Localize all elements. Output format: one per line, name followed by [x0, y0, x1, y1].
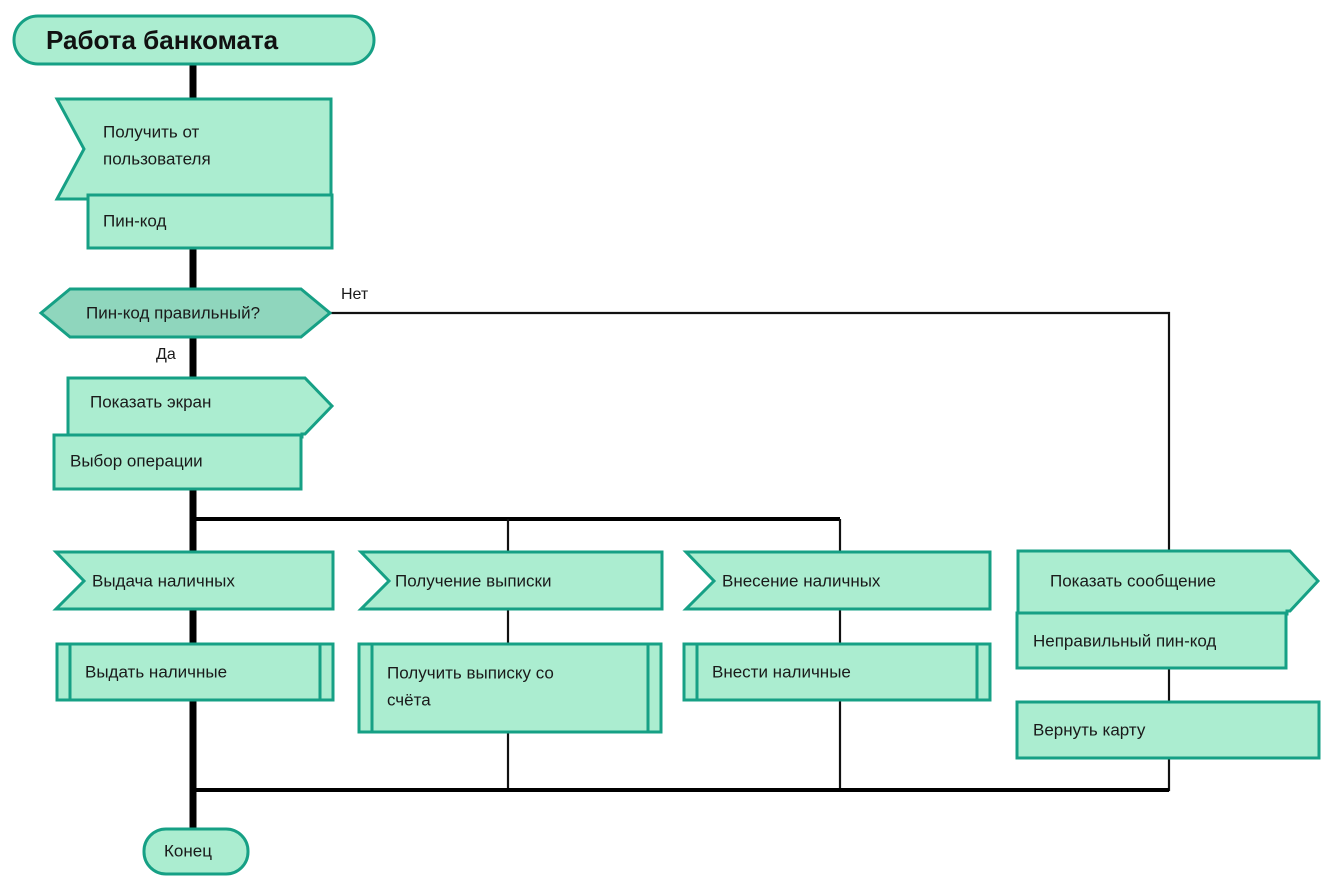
node-branch3-header[interactable]: Внесение наличных — [682, 550, 992, 611]
operation-choice-shape — [52, 433, 303, 491]
branch3-action-label: Внести наличные — [712, 662, 851, 681]
show-screen-label: Показать экран — [90, 392, 211, 411]
node-branch1-header[interactable]: Выдача наличных — [52, 550, 335, 611]
input-prompt-line2: пользователя — [103, 149, 211, 168]
return-card-shape — [1015, 700, 1321, 760]
node-message-text[interactable]: Неправильный пин-код — [1015, 611, 1288, 670]
decision-pin-label: Пин-код правильный? — [86, 303, 260, 322]
return-card-label: Вернуть карту — [1033, 720, 1146, 739]
operation-choice-label: Выбор операции — [70, 451, 203, 470]
connector-layer — [189, 64, 1171, 828]
branch1-action-shape — [55, 642, 335, 702]
node-end[interactable]: Конец — [142, 827, 250, 876]
edge-decision-no-path — [330, 311, 1171, 552]
input-value-label: Пин-код — [103, 211, 166, 230]
input-value-shape — [86, 193, 334, 250]
node-operation-choice[interactable]: Выбор операции — [52, 433, 303, 491]
start-label: Работа банкомата — [46, 25, 279, 55]
node-start[interactable]: Работа банкомата — [12, 14, 376, 66]
branch2-action-shape — [357, 642, 663, 734]
node-input-prompt[interactable]: Получить от пользователя — [54, 97, 333, 201]
branch2-action-line2: счёта — [387, 690, 431, 709]
node-branch2-header[interactable]: Получение выписки — [357, 550, 664, 611]
edge-label-yes: Да — [156, 346, 176, 363]
end-terminator-shape — [142, 827, 250, 876]
branch3-header-shape — [682, 550, 992, 611]
branch2-action-line1: Получить выписку со — [387, 663, 554, 682]
message-text-label: Неправильный пин-код — [1033, 631, 1216, 650]
branch2-header-label: Получение выписки — [395, 571, 551, 590]
show-message-label: Показать сообщение — [1050, 571, 1216, 590]
node-branch2-action[interactable]: Получить выписку со счёта — [357, 642, 663, 734]
branch1-header-label: Выдача наличных — [92, 571, 235, 590]
node-input-value[interactable]: Пин-код — [86, 193, 334, 250]
edge-label-no: Нет — [341, 286, 369, 303]
branch3-header-label: Внесение наличных — [722, 571, 881, 590]
branch2-header-shape — [357, 550, 664, 611]
edge-return-card-to-merge — [193, 758, 1171, 792]
end-label: Конец — [164, 841, 212, 860]
branch1-action-label: Выдать наличные — [85, 662, 227, 681]
node-show-message[interactable]: Показать сообщение — [1016, 549, 1321, 616]
input-prompt-line1: Получить от — [103, 122, 200, 141]
decision-pin-shape — [38, 287, 333, 339]
node-show-screen[interactable]: Показать экран — [66, 376, 335, 439]
branch3-action-shape — [682, 642, 992, 702]
message-text-shape — [1015, 611, 1288, 670]
node-branch1-action[interactable]: Выдать наличные — [55, 642, 335, 702]
start-terminator-shape — [12, 14, 376, 66]
branch1-header-shape — [52, 550, 335, 611]
node-return-card[interactable]: Вернуть карту — [1015, 700, 1321, 760]
node-branch3-action[interactable]: Внести наличные — [682, 642, 992, 702]
node-decision-pin[interactable]: Пин-код правильный? — [38, 287, 333, 339]
